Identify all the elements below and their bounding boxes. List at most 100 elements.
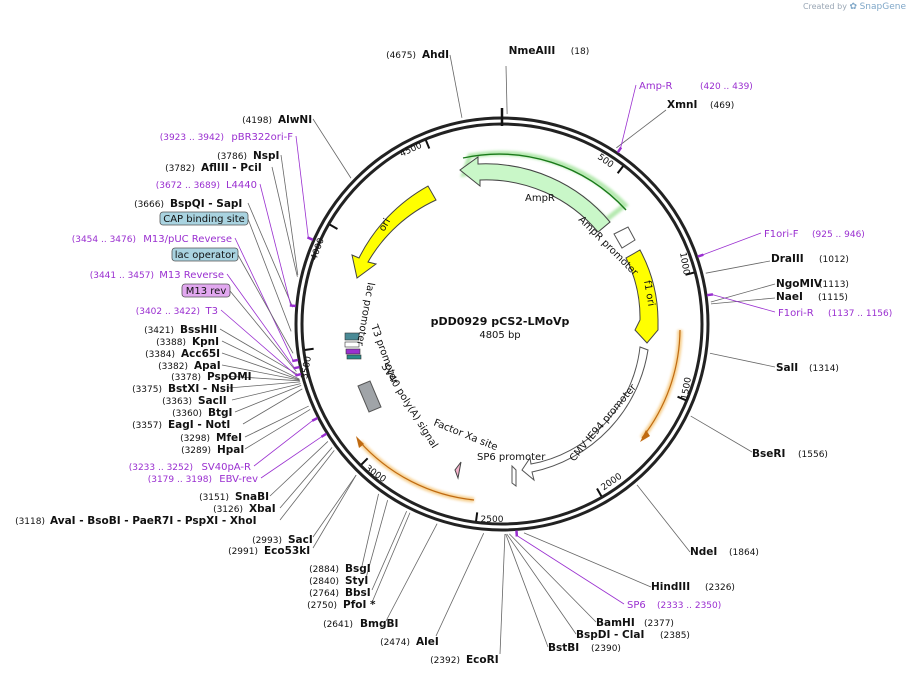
lac-mark-1 bbox=[344, 341, 360, 348]
primer-label: M13/pUC Reverse bbox=[143, 234, 232, 245]
attribution: Created by ✿ SnapGene bbox=[803, 2, 906, 12]
restriction-site-name: DraIII bbox=[771, 253, 804, 265]
restriction-site-position: (3388) bbox=[156, 338, 186, 348]
sv40-region-arc bbox=[359, 441, 475, 501]
ampr-arrow bbox=[459, 156, 611, 233]
scale-tick bbox=[304, 347, 314, 351]
primer-range: (420 .. 439) bbox=[700, 82, 753, 92]
restriction-site-name: AlwNI bbox=[278, 114, 312, 126]
leader-line bbox=[226, 273, 295, 369]
restriction-site-name: PfoI * bbox=[343, 599, 376, 611]
leader-line bbox=[260, 436, 323, 479]
restriction-site-position: (2993) bbox=[252, 536, 282, 546]
primer-mark bbox=[293, 365, 300, 370]
leader-line bbox=[636, 484, 691, 553]
restriction-site-name: BspDI - ClaI bbox=[576, 629, 644, 641]
restriction-site-name: BstBI bbox=[548, 642, 579, 654]
restriction-site-position: (2390) bbox=[591, 644, 621, 654]
leader-line bbox=[371, 510, 408, 591]
restriction-site-name: NmeAIII bbox=[509, 45, 556, 57]
primer-label: SV40pA-R bbox=[202, 462, 251, 473]
restriction-site-position: (3375) bbox=[132, 385, 162, 395]
restriction-site-name: AflIII - PciI bbox=[201, 162, 262, 174]
restriction-site-position: (2991) bbox=[228, 547, 258, 557]
leader-line bbox=[516, 535, 625, 605]
restriction-site-name: BseRI bbox=[752, 448, 785, 460]
leader-line bbox=[709, 352, 776, 368]
primer-range: (2333 .. 2350) bbox=[657, 601, 721, 611]
restriction-site-position: (1115) bbox=[818, 293, 848, 303]
leader-line bbox=[295, 135, 309, 238]
restriction-site-name: BstXI - NsiI bbox=[168, 383, 234, 395]
restriction-site-position: (2377) bbox=[644, 619, 674, 629]
restriction-site-name: SacII bbox=[198, 395, 227, 407]
restriction-site-name: NaeI bbox=[776, 291, 803, 303]
scale-tick bbox=[677, 395, 687, 402]
restriction-site-name: Acc65I bbox=[181, 348, 220, 360]
scale-tick bbox=[685, 271, 695, 276]
boxed-label: M13 rev bbox=[186, 286, 227, 297]
restriction-site-position: (3363) bbox=[162, 397, 192, 407]
restriction-site-position: (2392) bbox=[430, 656, 460, 666]
restriction-site-position: (469) bbox=[710, 101, 734, 111]
scale-tick-label: 1500 bbox=[680, 376, 694, 401]
sv40-polya-box bbox=[357, 380, 382, 413]
feature-label-t3: T3 promoter bbox=[368, 322, 400, 386]
attribution-prefix: Created by bbox=[802, 2, 847, 11]
restriction-site-position: (4675) bbox=[386, 51, 416, 61]
leader-line bbox=[242, 388, 303, 425]
leader-line bbox=[312, 118, 352, 179]
primer-label: F1ori-F bbox=[764, 229, 799, 240]
leader-line bbox=[365, 500, 389, 579]
ampr-orf-dash bbox=[462, 153, 627, 211]
primer-mark bbox=[616, 146, 623, 154]
primer-mark bbox=[311, 416, 319, 422]
cmv-head bbox=[640, 430, 650, 442]
leader-line bbox=[372, 512, 411, 601]
restriction-site-position: (3298) bbox=[180, 434, 210, 444]
t3-mark bbox=[344, 332, 360, 341]
leader-line bbox=[710, 297, 776, 305]
restriction-site-name: NspI bbox=[253, 150, 279, 162]
restriction-site-position: (2474) bbox=[380, 638, 410, 648]
leader-line bbox=[221, 364, 300, 381]
primer-mark bbox=[292, 358, 299, 363]
primer-mark bbox=[706, 293, 714, 297]
scale-tick-label: 3500 bbox=[300, 355, 314, 380]
scale-tick-label: 500 bbox=[595, 152, 615, 170]
leader-line bbox=[279, 450, 335, 521]
primer-mark bbox=[295, 372, 302, 377]
restriction-site-position: (2326) bbox=[705, 583, 735, 593]
leader-line bbox=[279, 447, 333, 509]
scale-tick bbox=[596, 488, 603, 497]
primer-range: (3402 .. 3422) bbox=[136, 307, 200, 317]
restriction-site-position: (3118) bbox=[15, 517, 45, 527]
leader-line bbox=[705, 260, 771, 274]
leader-lines bbox=[219, 54, 776, 655]
lac-mark-3 bbox=[346, 354, 362, 360]
leader-line bbox=[711, 294, 776, 313]
leader-line bbox=[229, 290, 297, 372]
leader-line bbox=[505, 65, 508, 115]
scale-tick-label: 1000 bbox=[677, 252, 691, 277]
leader-line bbox=[702, 232, 762, 256]
restriction-site-name: StyI bbox=[345, 575, 368, 587]
scale-tick bbox=[475, 512, 479, 522]
leader-line bbox=[220, 309, 297, 376]
restriction-site-name: HindIII bbox=[651, 581, 690, 593]
primer-mark bbox=[289, 304, 296, 308]
restriction-site-position: (3384) bbox=[145, 350, 175, 360]
restriction-site-name: Eco53kI bbox=[264, 545, 310, 557]
plasmid-length: 4805 bp bbox=[479, 330, 520, 341]
leader-line bbox=[221, 352, 300, 381]
restriction-site-position: (3151) bbox=[199, 493, 229, 503]
restriction-site-position: (2641) bbox=[323, 620, 353, 630]
leader-line bbox=[221, 340, 300, 380]
ori-arrow bbox=[351, 185, 437, 279]
feature-label-factor-xa: Factor Xa site bbox=[432, 418, 499, 454]
primer-label: EBV-rev bbox=[219, 474, 258, 485]
restriction-site-name: NgoMIV bbox=[776, 278, 823, 290]
attribution-brand: SnapGene bbox=[859, 2, 906, 12]
restriction-site-position: (1113) bbox=[819, 280, 849, 290]
boxed-label-background bbox=[159, 211, 249, 226]
